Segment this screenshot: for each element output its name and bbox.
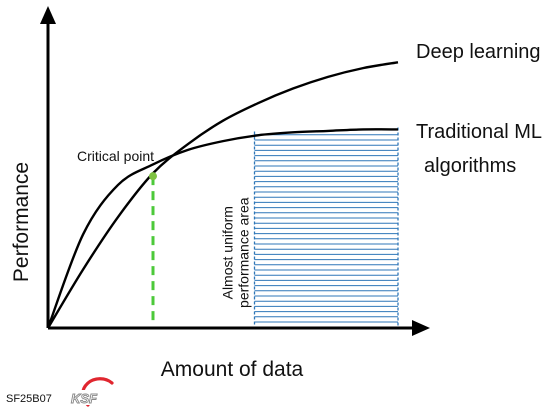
critical-point-marker xyxy=(149,172,157,181)
y-axis-label: Performance xyxy=(10,162,33,282)
y-axis-arrow xyxy=(40,6,56,24)
series-line-traditional-ml xyxy=(46,128,399,329)
critical-point-label: Critical point xyxy=(77,148,154,164)
series-line-deep-learning xyxy=(46,61,399,329)
x-axis-label: Amount of data xyxy=(161,358,304,381)
x-axis-arrow xyxy=(412,320,430,336)
region-label-line: Almost uniform xyxy=(220,206,236,299)
critical-point-layer xyxy=(149,172,157,181)
series-label-traditional-ml: Traditional ML algorithms xyxy=(416,121,542,177)
uniform-region xyxy=(253,127,399,328)
series-label-line: Traditional ML xyxy=(416,121,542,143)
logo-backdrop xyxy=(66,390,102,405)
region-label-line: performance area xyxy=(236,197,252,308)
region-label: Almost uniformperformance area xyxy=(220,197,252,308)
series-layer xyxy=(46,61,399,329)
figure-code: SF25B07 xyxy=(6,393,52,405)
series-label-deep-learning: Deep learning xyxy=(416,41,541,63)
logo-text: KSF xyxy=(71,391,98,406)
ksf-logo: KSF xyxy=(66,377,114,407)
series-label-line: algorithms xyxy=(424,155,516,177)
